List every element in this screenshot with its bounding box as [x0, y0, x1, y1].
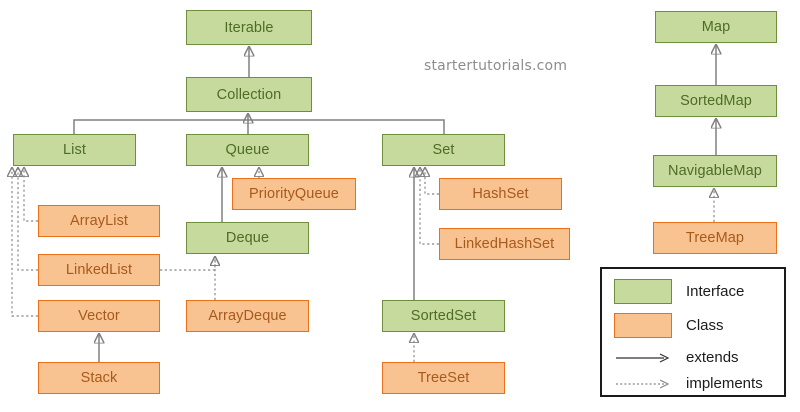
node-label: Set: [432, 142, 455, 158]
node-hashset[interactable]: HashSet: [439, 178, 562, 210]
node-list[interactable]: List: [13, 134, 136, 166]
node-label: Stack: [80, 370, 118, 386]
node-iterable[interactable]: Iterable: [186, 10, 312, 45]
node-treemap[interactable]: TreeMap: [653, 222, 777, 254]
node-queue[interactable]: Queue: [186, 134, 309, 166]
node-label: TreeMap: [685, 230, 745, 246]
node-map[interactable]: Map: [655, 11, 777, 43]
node-label: PriorityQueue: [249, 186, 339, 202]
class-swatch: [614, 313, 672, 338]
node-deque[interactable]: Deque: [186, 222, 309, 254]
node-label: Map: [701, 19, 731, 35]
edge-linkedlist-deque: [160, 257, 215, 271]
implements-arrow-icon: [616, 378, 670, 389]
edge-linkedlist-list: [18, 168, 38, 271]
legend-label-extends: extends: [686, 349, 739, 366]
node-linkedlist[interactable]: LinkedList: [38, 254, 160, 286]
node-linkedhashset[interactable]: LinkedHashSet: [439, 228, 570, 260]
legend-row-implements: implements: [614, 375, 763, 392]
node-label: ArrayList: [69, 213, 129, 229]
node-label: SortedMap: [680, 93, 752, 109]
node-arraydeque[interactable]: ArrayDeque: [186, 300, 309, 332]
node-label: NavigableMap: [668, 163, 762, 179]
edge-bus-horizontal: [73, 119, 445, 134]
node-stack[interactable]: Stack: [38, 362, 160, 394]
interface-swatch: [614, 279, 672, 304]
edge-arraylist-list: [24, 168, 38, 222]
edge-vector-list: [12, 168, 38, 317]
node-vector[interactable]: Vector: [38, 300, 160, 332]
node-navigablemap[interactable]: NavigableMap: [653, 155, 777, 187]
legend-row-class: Class: [614, 313, 724, 338]
node-label: SortedSet: [410, 308, 477, 324]
node-label: LinkedHashSet: [454, 236, 555, 252]
node-label: List: [63, 142, 86, 158]
legend-row-interface: Interface: [614, 279, 744, 304]
edge-hashset-set: [425, 168, 439, 195]
legend-label-implements: implements: [686, 375, 763, 392]
node-label: ArrayDeque: [208, 308, 287, 324]
node-sortedmap[interactable]: SortedMap: [655, 85, 777, 117]
node-treeset[interactable]: TreeSet: [382, 362, 505, 394]
node-set[interactable]: Set: [382, 134, 505, 166]
legend-row-extends: extends: [614, 349, 739, 366]
node-label: Deque: [225, 230, 270, 246]
watermark-text: startertutorials.com: [424, 58, 568, 74]
node-label: TreeSet: [417, 370, 470, 386]
node-label: Iterable: [224, 19, 274, 36]
legend-label-class: Class: [686, 317, 724, 334]
node-label: Collection: [216, 86, 282, 103]
node-collection[interactable]: Collection: [186, 77, 312, 112]
node-arraylist[interactable]: ArrayList: [38, 205, 160, 237]
node-sortedset[interactable]: SortedSet: [382, 300, 505, 332]
node-label: HashSet: [472, 186, 529, 202]
edge-linkedhashset-set: [420, 168, 439, 245]
node-priorityqueue[interactable]: PriorityQueue: [232, 178, 356, 210]
extends-arrow-icon: [616, 352, 670, 363]
node-label: LinkedList: [65, 262, 133, 278]
node-label: Vector: [78, 308, 120, 324]
legend-box: Interface Class extends implements: [600, 267, 786, 397]
legend-label-interface: Interface: [686, 283, 745, 300]
node-label: Queue: [225, 142, 270, 158]
